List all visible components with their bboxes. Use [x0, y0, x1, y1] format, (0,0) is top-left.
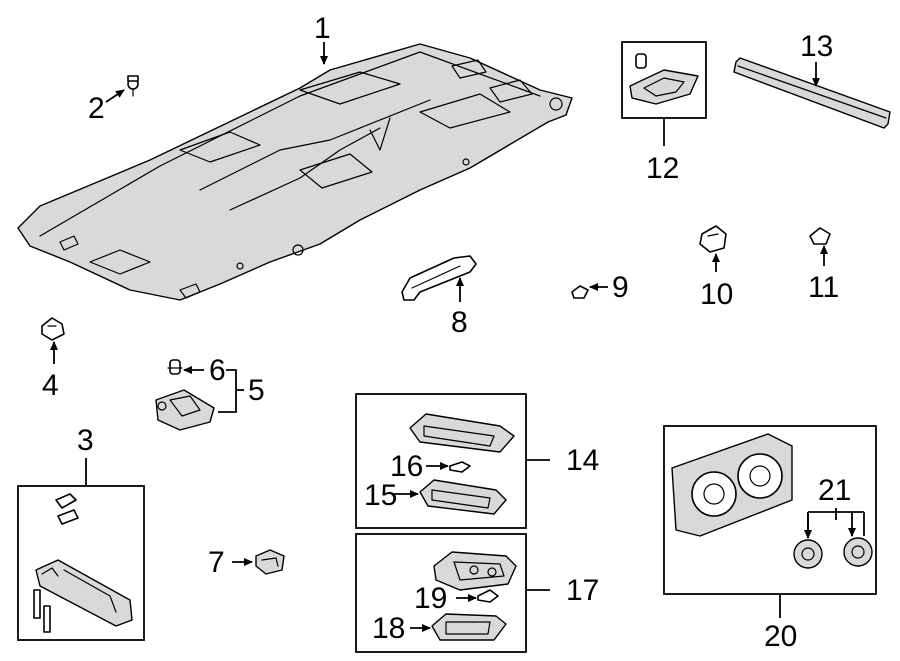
callout-19: 19 — [414, 582, 447, 615]
bulb-part-19[interactable] — [477, 589, 499, 603]
callout-18: 18 — [372, 612, 405, 645]
callout-1: 1 — [314, 12, 331, 45]
callout-12: 12 — [646, 152, 679, 185]
callout-21: 21 — [818, 474, 851, 507]
clip-part-11[interactable] — [809, 227, 831, 245]
headliner-part[interactable] — [17, 43, 573, 301]
retainer-part-4[interactable] — [41, 317, 65, 341]
callout-16: 16 — [390, 450, 423, 483]
grab-handle-part[interactable] — [401, 255, 477, 301]
callout-9: 9 — [612, 271, 629, 304]
climate-control-panel-part[interactable] — [671, 433, 793, 537]
callout-20: 20 — [764, 620, 797, 653]
console-lamp-part-17[interactable] — [433, 551, 517, 591]
climate-control-box — [663, 425, 877, 595]
callout-5: 5 — [248, 374, 265, 407]
map-lamp-part-14[interactable] — [409, 413, 515, 453]
callout-4: 4 — [42, 369, 59, 402]
callout-15: 15 — [364, 479, 397, 512]
bulb-part-16[interactable] — [449, 461, 471, 473]
visor-kit-box — [17, 485, 145, 641]
callout-17: 17 — [566, 574, 599, 607]
callout-10: 10 — [700, 278, 733, 311]
callout-13: 13 — [800, 30, 833, 63]
lens-part-18[interactable] — [431, 613, 507, 641]
map-lamp-box — [355, 393, 527, 529]
control-knob-part-21a[interactable] — [793, 539, 823, 569]
reading-lamp-part[interactable] — [629, 53, 699, 105]
clip-part-7[interactable] — [255, 549, 285, 575]
weatherstrip-part[interactable] — [733, 57, 891, 129]
control-knob-part-21b[interactable] — [843, 537, 873, 567]
lens-part-15[interactable] — [419, 479, 507, 515]
bulb-part-6[interactable] — [167, 359, 183, 375]
callout-14: 14 — [566, 444, 599, 477]
sun-visor-part[interactable] — [33, 493, 133, 633]
dome-lamp-part-5[interactable] — [155, 389, 215, 431]
callout-7: 7 — [208, 546, 225, 579]
cap-part-9[interactable] — [571, 285, 589, 299]
callout-6: 6 — [209, 354, 226, 387]
clip-part-2[interactable] — [127, 75, 139, 97]
console-lamp-box — [355, 533, 527, 653]
callout-8: 8 — [451, 306, 468, 339]
holder-part-10[interactable] — [699, 225, 727, 253]
callout-11: 11 — [808, 271, 839, 304]
callout-3: 3 — [77, 424, 94, 457]
callout-2: 2 — [88, 92, 105, 125]
